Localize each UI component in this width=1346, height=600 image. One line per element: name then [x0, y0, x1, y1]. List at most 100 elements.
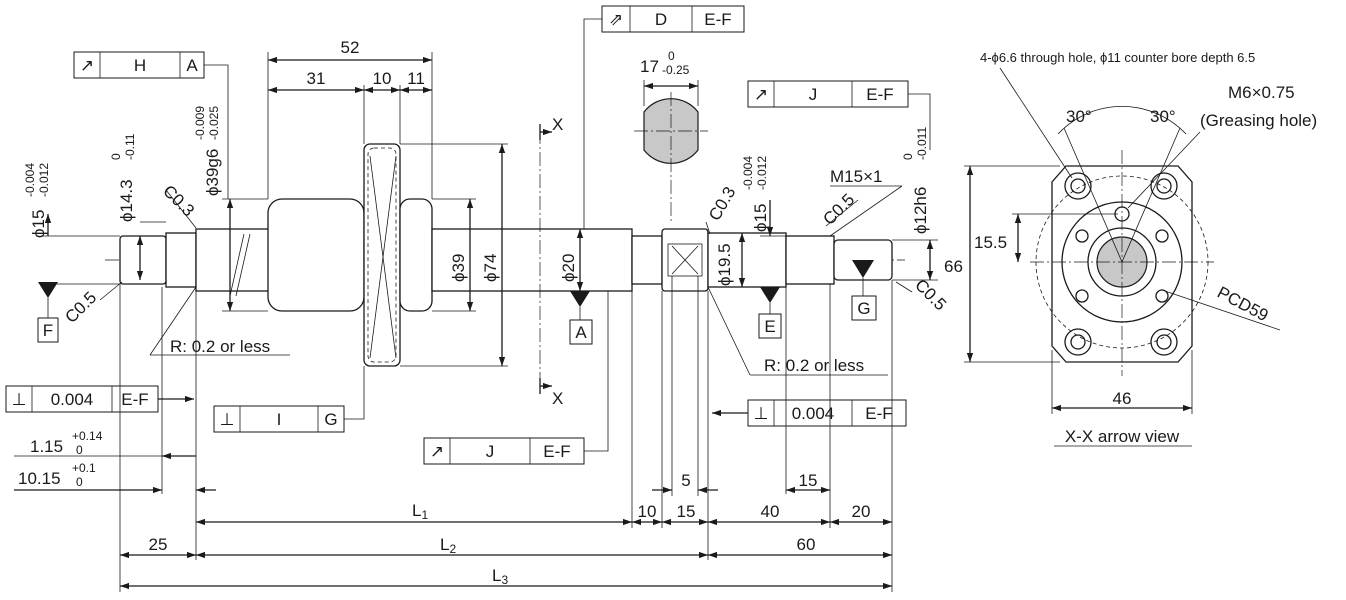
section-marks: X X	[539, 115, 563, 408]
svg-text:G: G	[857, 299, 870, 318]
dim-52: 52	[341, 38, 360, 57]
dim-10-bottom: 10	[638, 502, 657, 521]
dim-l1: L1	[412, 501, 428, 522]
c03-right: C0.3	[705, 183, 739, 224]
dim-15-bottom: 15	[677, 502, 696, 521]
bottom-dimensions: 1.15 +0.14 0 10.15 +0.1 0 L1 10 15 40 20…	[14, 276, 893, 592]
dim-46: 46	[1113, 389, 1132, 408]
d143-main: ϕ14.3	[117, 179, 136, 222]
view-caption: X-X arrow view	[1065, 427, 1180, 446]
journal-195	[707, 232, 787, 288]
thread-m15	[785, 235, 835, 285]
d195-label: ϕ19.5	[715, 243, 734, 286]
tol-17-upper: 0	[668, 49, 675, 63]
dim-40: 40	[761, 502, 780, 521]
frame-perp-right: ⊥ 0.004 E-F	[712, 399, 907, 427]
svg-text:⊥: ⊥	[754, 404, 769, 423]
datum-a: A	[569, 291, 593, 345]
shaft-side-view	[105, 143, 905, 367]
d39g6-upper: -0.009	[193, 106, 207, 140]
nut-flange	[363, 143, 401, 367]
bearing-step	[631, 235, 663, 285]
svg-text:F: F	[43, 321, 53, 340]
tol-115-upper: +0.14	[72, 429, 103, 443]
svg-text:⊥: ⊥	[220, 410, 235, 429]
d15-right-upper: -0.004	[741, 156, 755, 190]
dim-60: 60	[797, 535, 816, 554]
section-mark-bottom: X	[552, 389, 563, 408]
svg-text:I: I	[277, 410, 282, 429]
d15-left-main: ϕ15	[29, 210, 48, 238]
svg-text:E-F: E-F	[121, 390, 148, 409]
datum-f: F	[37, 282, 59, 343]
d15-right-main: ϕ15	[751, 204, 770, 232]
nut-body	[267, 198, 365, 312]
d15-left-lower: -0.012	[37, 163, 51, 197]
diameter-callouts: ϕ15 -0.004 -0.012 ϕ14.3 0 -0.11 ϕ39g6 -0…	[23, 106, 938, 367]
angle-left: 30°	[1066, 107, 1092, 126]
radius-left-note: R: 0.2 or less	[170, 337, 270, 356]
svg-text:A: A	[186, 56, 198, 75]
c05-right-top: C0.5	[819, 190, 858, 229]
dim-25: 25	[149, 535, 168, 554]
top-dimensions: 52 31 10 11	[267, 38, 433, 199]
dim-l3: L3	[492, 566, 508, 587]
d143-lower: -0.11	[123, 133, 137, 160]
tol-115-lower: 0	[76, 443, 83, 457]
section-mark-top: X	[552, 115, 563, 134]
c05-right-bottom: C0.5	[911, 275, 950, 314]
d39g6-lower: -0.025	[207, 106, 221, 140]
datum-e: E	[758, 287, 782, 339]
frame-perp-left: ⊥ 0.004 E-F	[5, 385, 194, 413]
svg-text:J: J	[809, 85, 818, 104]
pcd-label: PCD59	[1214, 283, 1271, 326]
svg-text:↗: ↗	[80, 56, 94, 75]
svg-text:H: H	[134, 56, 146, 75]
dim-66: 66	[944, 257, 963, 276]
svg-text:⇗: ⇗	[609, 10, 623, 29]
tol-1015-upper: +0.1	[72, 461, 96, 475]
svg-text:E-F: E-F	[866, 85, 893, 104]
d20-label: ϕ20	[559, 254, 578, 282]
d12h6-main: ϕ12h6	[911, 187, 930, 234]
hole-note: 4-ϕ6.6 through hole, ϕ11 counter bore de…	[980, 50, 1255, 65]
frame-j-ef-top: ↗ J E-F	[747, 80, 931, 150]
tol-1015-main: 10.15	[18, 469, 61, 488]
svg-text:E-F: E-F	[865, 404, 892, 423]
svg-text:E: E	[764, 317, 775, 336]
svg-text:↗: ↗	[430, 442, 444, 461]
tol-17-lower: -0.25	[662, 63, 690, 77]
nut-collar	[399, 198, 433, 312]
d12h6-lower: -0.011	[915, 127, 929, 160]
nut-flange-details	[229, 147, 703, 363]
tol-17-main: 17	[640, 57, 659, 76]
svg-text:0.004: 0.004	[792, 404, 835, 423]
thread-m15-label: M15×1	[830, 167, 882, 186]
svg-text:G: G	[324, 410, 337, 429]
frame-d-ef: ⇗ D E-F	[583, 5, 745, 229]
dim-20: 20	[852, 502, 871, 521]
tol-1015-lower: 0	[76, 475, 83, 489]
svg-text:D: D	[655, 10, 667, 29]
dim-15-5: 15.5	[974, 233, 1007, 252]
angle-right: 30°	[1150, 107, 1176, 126]
flat-profile: 17 0 -0.25	[634, 49, 708, 222]
dim-31: 31	[307, 69, 326, 88]
d39g6-main: ϕ39g6	[203, 149, 222, 196]
svg-text:E-F: E-F	[704, 10, 731, 29]
chamfer-notes: C0.3 C0.5 C0.3 C0.5 C0.5 M15×1 R: 0.2 or…	[61, 167, 950, 376]
frame-j-ef-bottom: ↗ J E-F	[423, 291, 609, 465]
dim-15-secondary: 15	[799, 471, 818, 490]
radius-right-note: R: 0.2 or less	[764, 356, 864, 375]
dim-5: 5	[681, 471, 690, 490]
d15-right-lower: -0.012	[755, 156, 769, 190]
frame-h-a: ↗ H A	[73, 51, 229, 199]
frame-i-g: ⊥ I G	[213, 366, 365, 433]
dim-11-top: 11	[407, 69, 425, 88]
m6-note: M6×0.75	[1228, 83, 1295, 102]
left-step	[165, 232, 197, 288]
greasing-note: (Greasing hole)	[1200, 111, 1317, 130]
dim-10-top: 10	[373, 69, 392, 88]
tol-115-main: 1.15	[30, 437, 63, 456]
